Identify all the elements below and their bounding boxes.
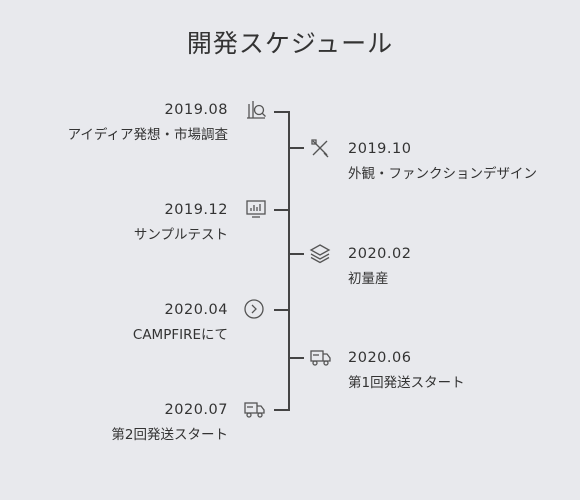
delivery-truck-icon	[309, 346, 331, 368]
page-title: 開発スケジュール	[186, 29, 394, 58]
arrow-circle-icon	[243, 298, 265, 320]
timeline-tick	[290, 357, 304, 359]
milestone-2019-12: 2019.12 サンプルテスト	[134, 201, 228, 244]
milestone-label: 第2回発送スタート	[111, 427, 228, 443]
milestone-2020-02: 2020.02 初量産	[348, 245, 411, 288]
monitor-chart-icon	[245, 198, 267, 220]
timeline-tick	[290, 147, 304, 149]
milestone-label: サンプルテスト	[133, 227, 228, 243]
milestone-date: 2019.08	[164, 102, 228, 118]
design-tools-icon	[309, 137, 331, 159]
milestone-label: 外観・ファンクションデザイン	[348, 166, 537, 182]
milestone-label: CAMPFIREにて	[132, 327, 228, 343]
timeline-tick	[290, 253, 304, 255]
milestone-date: 2020.02	[348, 246, 412, 262]
milestone-label: アイディア発想・市場調査	[67, 127, 228, 143]
milestone-date: 2019.10	[348, 141, 412, 157]
milestone-2019-10: 2019.10 外観・ファンクションデザイン	[348, 140, 537, 183]
timeline-tick	[274, 209, 288, 211]
chart-search-icon	[245, 98, 267, 120]
milestone-2020-07: 2020.07 第2回発送スタート	[111, 401, 228, 444]
milestone-label: 初量産	[348, 271, 389, 287]
timeline-tick	[274, 111, 288, 113]
milestone-date: 2020.04	[164, 302, 228, 318]
milestone-date: 2020.06	[348, 350, 412, 366]
milestone-date: 2020.07	[164, 402, 228, 418]
layers-icon	[309, 242, 331, 264]
milestone-2019-08: 2019.08 アイディア発想・市場調査	[68, 101, 228, 144]
milestone-2020-06: 2020.06 第1回発送スタート	[348, 349, 465, 392]
timeline-tick	[274, 309, 288, 311]
timeline-tick	[274, 409, 288, 411]
timeline-axis	[288, 111, 290, 411]
milestone-date: 2019.12	[164, 202, 228, 218]
delivery-truck-icon	[243, 398, 265, 420]
milestone-2020-04: 2020.04 CAMPFIREにて	[133, 301, 228, 344]
milestone-label: 第1回発送スタート	[348, 375, 465, 391]
